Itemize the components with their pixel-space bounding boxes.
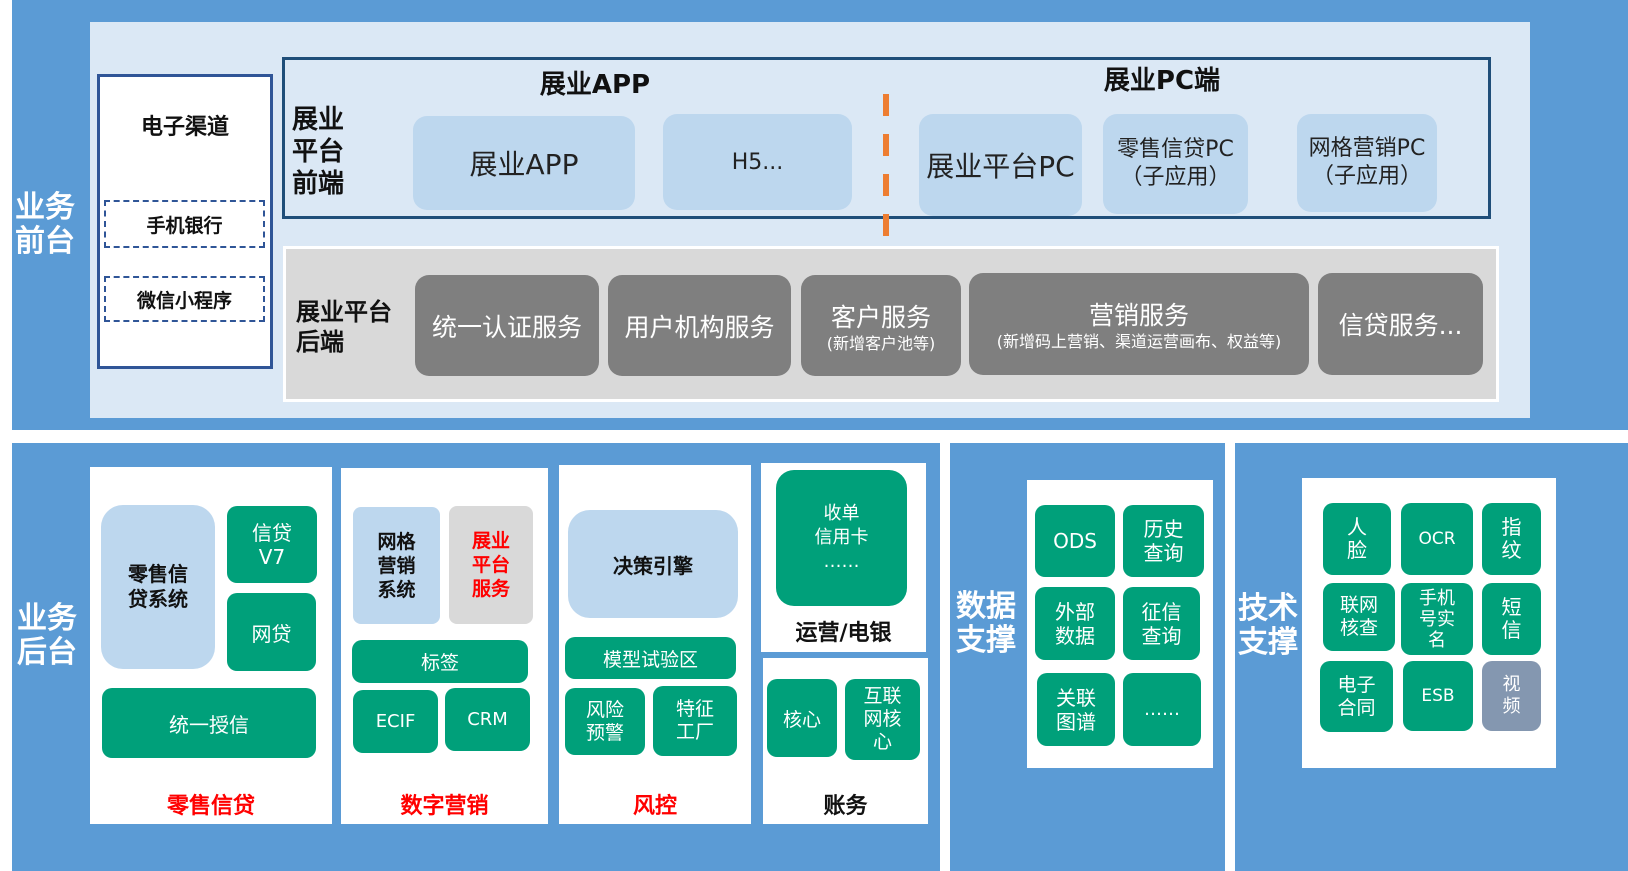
risk-caption: 风控 [632, 794, 677, 819]
tech-video: 视 频 [1482, 661, 1541, 731]
ops-card: 收单 信用卡 …… [776, 470, 907, 606]
retail-credit: 统一授信 [102, 688, 316, 758]
risk-feature-factory: 特征 工厂 [653, 686, 737, 756]
backend-marketing-service-sub: (新增码上营销、渠道运营画布、权益等) [996, 332, 1282, 351]
data-relation-graph: 关联 图谱 [1037, 673, 1115, 746]
account-caption: 账务 [823, 794, 868, 819]
tech-esb: ESB [1403, 661, 1473, 731]
marketing-grid-system: 网格 营销 系统 [353, 507, 440, 624]
backend-customer-service-name: 客户服务 [830, 302, 931, 332]
tech-sms: 短 信 [1482, 583, 1541, 655]
frontend-grid-pc: 网格营销PC （子应用） [1297, 114, 1437, 212]
backend-credit-service: 信贷服务... [1318, 273, 1483, 375]
backend-label: 展业平台 后端 [296, 298, 392, 356]
marketing-tag: 标签 [352, 640, 528, 683]
tech-face: 人 脸 [1323, 503, 1391, 575]
data-title: 数据 支撑 [956, 589, 1016, 658]
retail-online: 网贷 [227, 593, 316, 671]
backend-auth-service: 统一认证服务 [415, 275, 599, 376]
marketing-platform-service: 展业 平台 服务 [449, 506, 533, 624]
backend-user-service: 用户机构服务 [608, 275, 791, 376]
frontend-h5: H5... [663, 114, 852, 210]
app-section-title: 展业APP [539, 69, 651, 100]
risk-decision-engine: 决策引擎 [568, 510, 738, 618]
mobile-bank-box: 手机银行 [104, 200, 265, 248]
marketing-ecif: ECIF [353, 690, 438, 753]
backend-credit-service-name: 信贷服务... [1338, 311, 1463, 340]
back-title: 业务 后台 [17, 601, 77, 670]
tech-e-contract: 电子 合同 [1320, 661, 1393, 732]
retail-caption: 零售信贷 [166, 794, 255, 819]
backend-marketing-service-name: 营销服务 [1088, 301, 1189, 330]
tech-phone-realname: 手机 号实 名 [1401, 583, 1473, 655]
frontend-retail-pc: 零售信贷PC （子应用） [1103, 114, 1248, 214]
pc-section-title: 展业PC端 [1103, 65, 1221, 96]
backend-auth-service-name: 统一认证服务 [431, 312, 582, 342]
marketing-crm: CRM [445, 688, 530, 751]
risk-model-lab: 模型试验区 [565, 637, 736, 679]
data-ods: ODS [1035, 505, 1115, 577]
backend-customer-service-sub: (新增客户池等) [826, 333, 936, 353]
frontend-app: 展业APP [413, 116, 635, 210]
ops-caption: 运营/电银 [795, 621, 892, 646]
backend-user-service-name: 用户机构服务 [624, 312, 775, 342]
frontend-label: 展业 平台 前端 [292, 105, 345, 199]
channels-title: 电子渠道 [140, 115, 229, 140]
retail-v7: 信贷 V7 [227, 506, 317, 583]
frontend-divider [883, 94, 889, 246]
front-title: 业务 前台 [15, 190, 75, 259]
backend-marketing-service: 营销服务 (新增码上营销、渠道运营画布、权益等) [969, 273, 1309, 375]
tech-ocr: OCR [1401, 503, 1473, 575]
data-external: 外部 数据 [1035, 587, 1115, 660]
retail-system: 零售信 贷系统 [101, 505, 215, 669]
wechat-box: 微信小程序 [104, 276, 265, 322]
marketing-caption: 数字营销 [400, 794, 489, 819]
data-history-query: 历史 查询 [1123, 505, 1204, 577]
data-credit-query: 征信 查询 [1123, 587, 1200, 660]
backend-customer-service: 客户服务 (新增客户池等) [801, 275, 961, 376]
account-core: 核心 [767, 679, 837, 757]
account-internet-core: 互联 网核 心 [845, 679, 920, 760]
risk-warning: 风险 预警 [565, 688, 645, 755]
frontend-pc: 展业平台PC [919, 114, 1082, 216]
tech-fingerprint: 指 纹 [1482, 503, 1541, 575]
tech-title: 技术 支撑 [1238, 591, 1298, 660]
data-more: …… [1123, 673, 1201, 746]
tech-network-check: 联网 核查 [1323, 583, 1395, 651]
